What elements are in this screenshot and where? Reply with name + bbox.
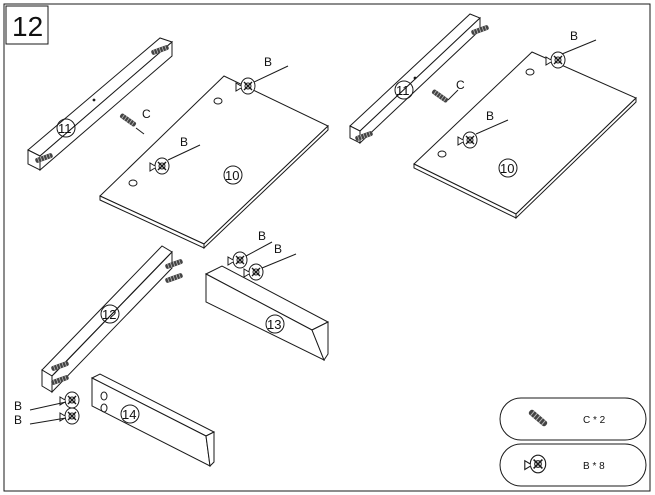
rail-part-11-b: 11 — [349, 13, 490, 145]
cam-lock-icon — [59, 391, 80, 409]
part-label-12: 12 — [102, 307, 116, 322]
part-label-13: 13 — [267, 317, 281, 332]
cam-lock-icon — [524, 454, 547, 474]
dowel-icon — [118, 112, 138, 128]
hw-label-b-8: B — [14, 413, 22, 427]
hw-label-b-4: B — [486, 109, 494, 123]
page-frame — [3, 3, 651, 492]
legend-item-dowel — [499, 397, 647, 441]
part-label-11: 11 — [58, 121, 72, 136]
panel-part-13: 13 — [204, 265, 330, 362]
hw-label-b-5: B — [258, 229, 266, 243]
part-label-11-b: 11 — [396, 83, 410, 98]
panel-part-10-b: 10 — [413, 51, 637, 220]
legend-item-cam — [499, 443, 647, 487]
cam-lock-icon — [243, 263, 264, 281]
legend-count-b: B * 8 — [583, 461, 605, 472]
rail-part-11: 11 — [27, 37, 173, 172]
step-box — [5, 5, 49, 45]
hw-label-c-2: C — [456, 78, 465, 92]
parts-legend: C * 2 B * 8 — [499, 397, 647, 487]
hw-label-c-1: C — [142, 107, 151, 121]
step-number: 12 — [12, 11, 43, 42]
cam-lock-icon — [59, 407, 80, 425]
part-label-10-b: 10 — [500, 161, 514, 176]
cam-lock-icon — [227, 251, 248, 269]
hw-label-b-1: B — [264, 55, 272, 69]
assembly-top-left: 11 C 10 B B — [27, 37, 329, 250]
rail-part-12: 12 — [41, 245, 184, 394]
hw-label-b-7: B — [14, 399, 22, 413]
assembly-bottom-left: 12 13 B B 14 B B — [14, 229, 330, 468]
dowel-icon — [430, 88, 450, 104]
part-label-14: 14 — [122, 407, 136, 422]
legend-count-c: C * 2 — [583, 415, 606, 426]
panel-part-10: 10 — [99, 75, 329, 250]
dowel-icon — [527, 408, 549, 428]
assembly-top-right: 11 C 10 B B — [349, 13, 637, 220]
part-label-10: 10 — [225, 168, 239, 183]
hw-label-b-3: B — [570, 29, 578, 43]
panel-part-14: 14 — [90, 373, 216, 468]
hw-label-b-2: B — [180, 135, 188, 149]
hw-label-b-6: B — [274, 242, 282, 256]
